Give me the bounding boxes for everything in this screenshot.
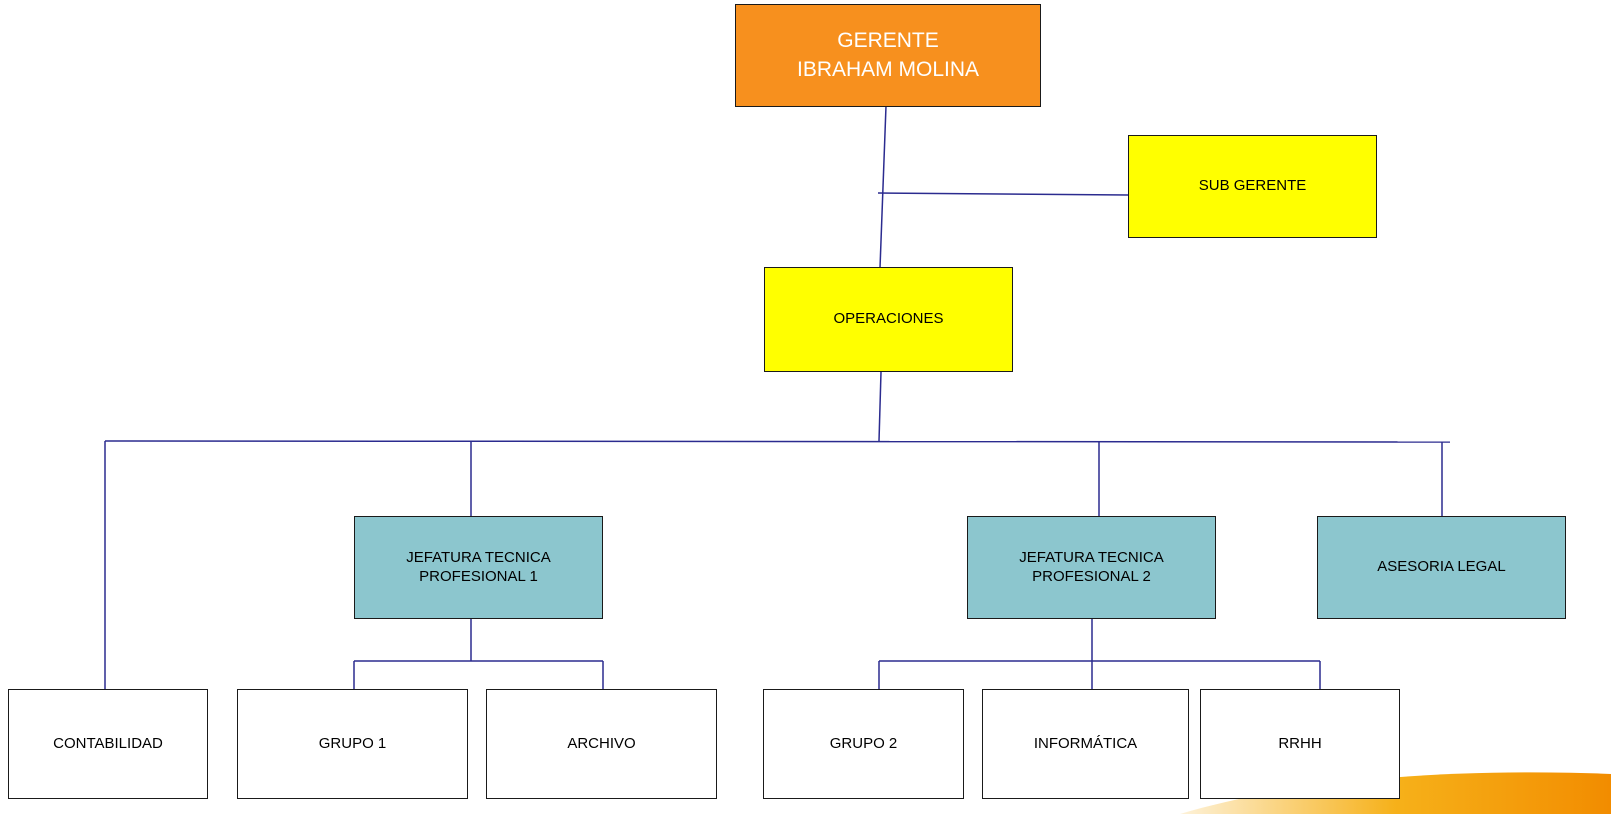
line-gerente-operaciones <box>879 105 887 269</box>
line-operaciones-down <box>878 371 882 442</box>
node-archivo: ARCHIVO <box>486 689 717 799</box>
node-jefatura-2: JEFATURA TECNICA PROFESIONAL 2 <box>967 516 1216 619</box>
grupo-1-label: GRUPO 1 <box>318 734 387 752</box>
node-asesoria-legal: ASESORIA LEGAL <box>1317 516 1566 619</box>
line-main-horizontal <box>104 440 1451 443</box>
node-operaciones: OPERACIONES <box>764 267 1013 372</box>
operaciones-label: OPERACIONES <box>833 310 944 328</box>
rrhh-label: RRHH <box>1278 734 1322 752</box>
asesoria-legal-label: ASESORIA LEGAL <box>1377 558 1506 576</box>
gerente-title: GERENTE <box>837 29 939 53</box>
node-grupo-2: GRUPO 2 <box>763 689 964 799</box>
sub-gerente-label: SUB GERENTE <box>1198 177 1307 195</box>
node-gerente: GERENTE IBRAHAM MOLINA <box>735 4 1041 107</box>
node-jefatura-1: JEFATURA TECNICA PROFESIONAL 1 <box>354 516 603 619</box>
jefatura-1-line-2: PROFESIONAL 1 <box>419 567 538 585</box>
jefatura-2-line-1: JEFATURA TECNICA <box>1019 548 1164 566</box>
jefatura-2-line-2: PROFESIONAL 2 <box>1032 567 1151 585</box>
informatica-label: INFORMÁTICA <box>1033 734 1138 752</box>
node-sub-gerente: SUB GERENTE <box>1128 135 1377 238</box>
node-contabilidad: CONTABILIDAD <box>8 689 208 799</box>
node-grupo-1: GRUPO 1 <box>237 689 468 799</box>
archivo-label: ARCHIVO <box>567 734 636 752</box>
gerente-name: IBRAHAM MOLINA <box>796 57 980 81</box>
jefatura-1-line-1: JEFATURA TECNICA <box>406 548 551 566</box>
contabilidad-label: CONTABILIDAD <box>53 734 163 752</box>
line-sub-gerente <box>877 192 1129 196</box>
grupo-2-label: GRUPO 2 <box>829 734 898 752</box>
node-rrhh: RRHH <box>1200 689 1400 799</box>
node-informatica: INFORMÁTICA <box>982 689 1189 799</box>
